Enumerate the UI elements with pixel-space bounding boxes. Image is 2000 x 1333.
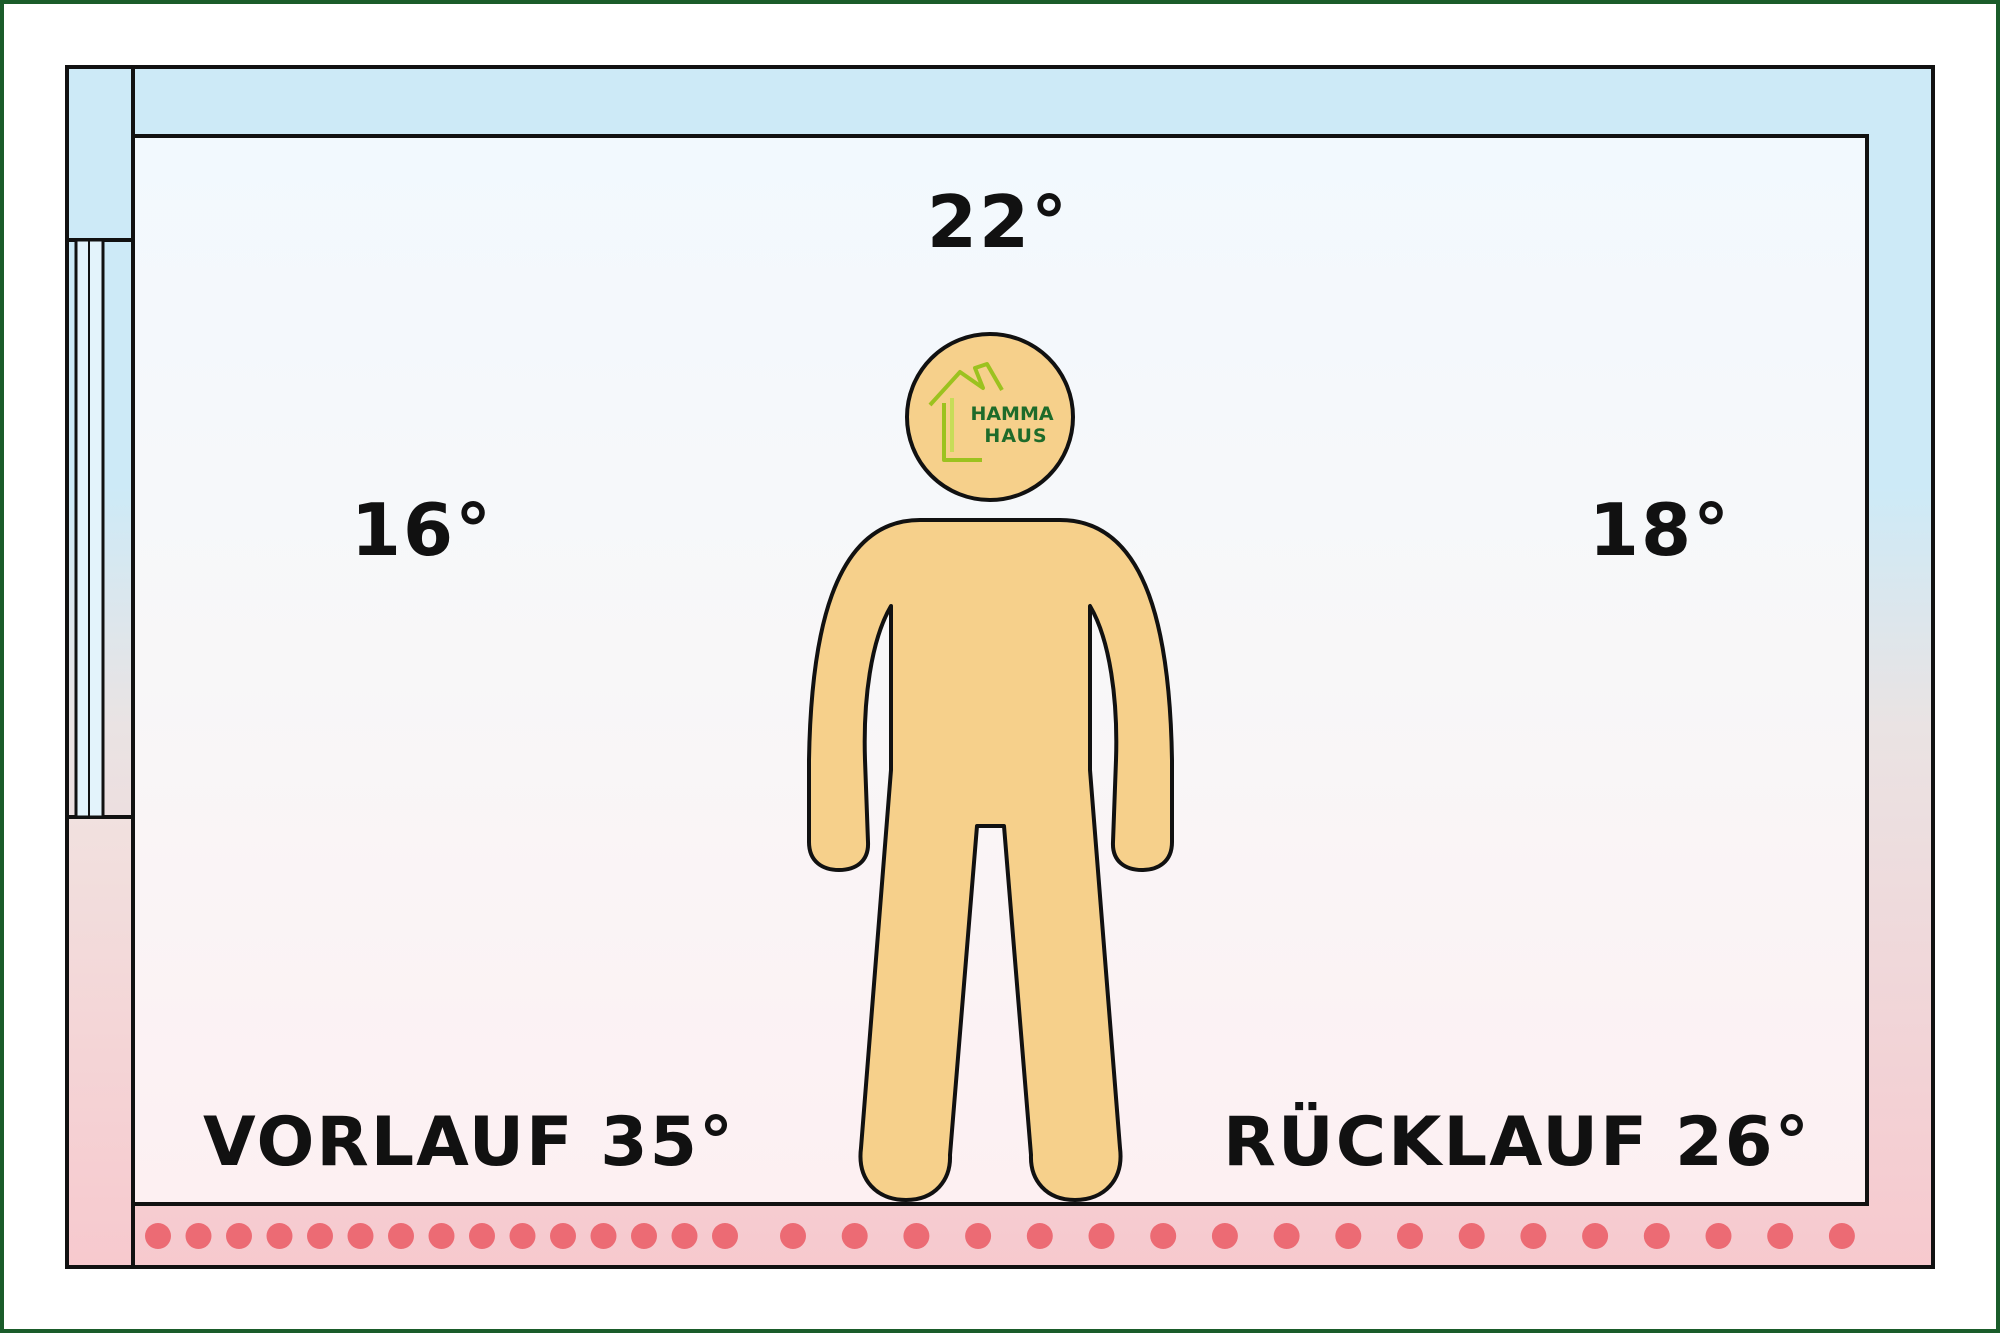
heating-pipe-dot bbox=[712, 1223, 738, 1249]
heating-pipe-dot bbox=[780, 1223, 806, 1249]
heating-pipe-dot bbox=[1335, 1223, 1362, 1249]
heating-pipe-dot bbox=[671, 1223, 698, 1249]
return-temp-label: RÜCKLAUF 26° bbox=[1223, 1102, 1811, 1182]
heating-pipe-dot bbox=[841, 1223, 868, 1249]
heating-pipe-dot bbox=[347, 1223, 374, 1249]
heating-pipe-dot bbox=[226, 1223, 252, 1249]
heating-pipe-dot bbox=[388, 1223, 414, 1249]
logo-line-2: HAUS bbox=[984, 425, 1047, 447]
right-wall-temp-label: 18° bbox=[1589, 488, 1731, 572]
heating-pipe-dot bbox=[1582, 1223, 1609, 1249]
heating-pipe-dot bbox=[590, 1223, 617, 1249]
ceiling-temp-label: 22° bbox=[927, 180, 1069, 264]
window bbox=[74, 238, 105, 819]
house-icon bbox=[928, 362, 1004, 462]
heating-pipe-dot bbox=[1273, 1223, 1300, 1249]
heating-pipe-dot bbox=[307, 1223, 333, 1249]
heating-pipe-dot bbox=[1767, 1223, 1794, 1249]
heating-pipe-dot bbox=[1397, 1223, 1423, 1249]
supply-temp-label: VORLAUF 35° bbox=[203, 1103, 735, 1182]
floor-heating-pipes bbox=[145, 1223, 1855, 1249]
heating-pipe-dot bbox=[903, 1223, 930, 1249]
left-wall-temp-label: 16° bbox=[351, 488, 493, 572]
left-wall-upper bbox=[65, 65, 135, 242]
heating-pipe-dot bbox=[1026, 1223, 1053, 1249]
heating-pipe-dot bbox=[185, 1223, 212, 1249]
heating-pipe-dot bbox=[266, 1223, 293, 1249]
heating-pipe-dot bbox=[1643, 1223, 1670, 1249]
heating-pipe-dot bbox=[965, 1223, 992, 1249]
person-body bbox=[807, 518, 1174, 1202]
heating-pipe-dot bbox=[145, 1223, 171, 1249]
heating-pipe-dot bbox=[631, 1223, 657, 1249]
heating-pipe-dot bbox=[1211, 1223, 1238, 1249]
heating-pipe-dot bbox=[1458, 1223, 1485, 1249]
hamma-haus-logo: HAMMA HAUS bbox=[928, 362, 1054, 462]
heating-pipe-dot bbox=[1088, 1223, 1115, 1249]
heating-pipe-dot bbox=[1705, 1223, 1732, 1249]
heating-pipe-dot bbox=[1520, 1223, 1547, 1249]
heating-pipe-dot bbox=[509, 1223, 536, 1249]
logo-line-1: HAMMA bbox=[970, 403, 1053, 425]
heating-pipe-dot bbox=[469, 1223, 495, 1249]
heating-pipe-dot bbox=[550, 1223, 576, 1249]
heating-pipe-dot bbox=[1828, 1223, 1855, 1249]
left-wall-lower bbox=[65, 815, 135, 1269]
heating-pipe-dot bbox=[1150, 1223, 1177, 1249]
heating-pipe-dot bbox=[428, 1223, 455, 1249]
